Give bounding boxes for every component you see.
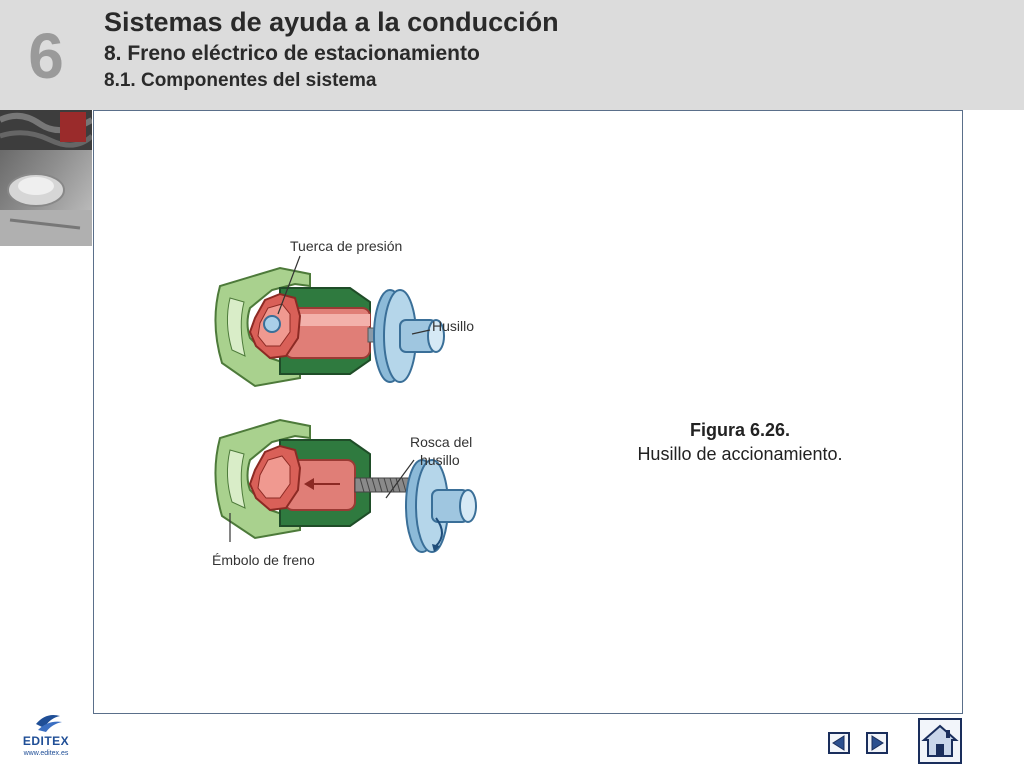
caption-title: Figura 6.26. (689, 420, 791, 440)
top-assembly-graphic (214, 255, 445, 388)
figure-caption: Figura 6.26. Husillo de accionamiento. (560, 418, 920, 466)
bottom-assembly-graphic (214, 418, 477, 553)
triangle-left-icon (832, 735, 845, 751)
label-spindle: Husillo (432, 318, 475, 334)
label-brake-piston: Émbolo de freno (212, 552, 315, 568)
section-title: 8.1. Componentes del sistema (104, 70, 377, 91)
page-subtitle: 8. Freno eléctrico de estacionamiento (104, 42, 480, 65)
house-icon (921, 724, 959, 757)
triangle-right-icon (871, 735, 884, 751)
caption-text: Husillo de accionamiento. (637, 444, 843, 464)
chapter-badge: 6 (0, 0, 92, 110)
editex-logo: EDITEX www.editex.es (12, 710, 80, 760)
editex-swoosh-icon (36, 715, 62, 732)
label-spindle-thread-line2: husillo (420, 452, 460, 468)
label-pressure-nut: Tuerca de presión (290, 238, 403, 254)
page-title: Sistemas de ayuda a la conducción (104, 7, 559, 37)
previous-button[interactable] (828, 732, 850, 754)
slide-header (0, 0, 1024, 110)
title-area: Sistemas de ayuda a la conducción 8. Fre… (104, 4, 1004, 94)
next-button[interactable] (866, 732, 888, 754)
spindle-diagram-image (214, 255, 477, 553)
logo-url: www.editex.es (23, 750, 69, 757)
engine-photo-image (0, 110, 92, 246)
logo-name: EDITEX (22, 734, 70, 748)
chapter-number: 6 (28, 20, 64, 92)
home-button[interactable] (918, 718, 962, 764)
label-spindle-thread-line1: Rosca del (410, 434, 473, 450)
content-frame (93, 110, 963, 714)
